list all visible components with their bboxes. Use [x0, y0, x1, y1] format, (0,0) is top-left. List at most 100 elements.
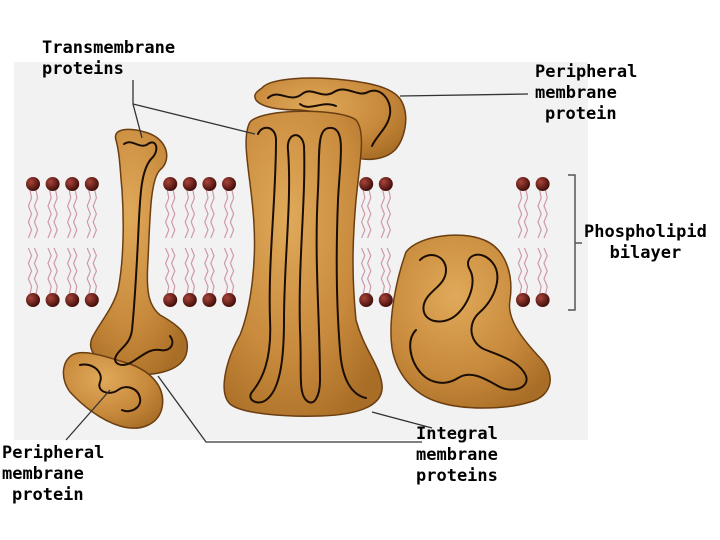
label-line: Phospholipid: [584, 222, 707, 242]
lipid-tail: [164, 247, 170, 295]
lipid-tail: [47, 189, 52, 239]
lipid-tail: [86, 247, 92, 295]
label-transmembrane-proteins: Transmembrane proteins: [42, 38, 175, 80]
lipid-tail: [223, 189, 229, 239]
lipid-tail: [27, 247, 33, 295]
lipid-tail: [386, 189, 392, 239]
lipid-tail: [380, 247, 386, 295]
lipid-tail: [537, 189, 542, 239]
lipid-tail: [47, 247, 52, 295]
lipid-tail: [190, 189, 196, 239]
leader-peripheral-bottom: [65, 389, 111, 441]
lipid-tail: [360, 189, 366, 239]
lipid-head: [26, 293, 40, 307]
label-peripheral-protein-top: Peripheral membrane protein: [535, 62, 637, 125]
lipid-tail: [517, 189, 523, 239]
lipid-tail: [184, 189, 190, 239]
lipid-head: [182, 177, 197, 191]
lipid-tail: [53, 189, 58, 239]
lipid-tail: [72, 189, 78, 239]
label-line: membrane: [535, 83, 617, 103]
lipid-tail: [360, 247, 366, 295]
lipid-tail: [170, 189, 176, 239]
lipid-head: [26, 177, 40, 191]
leader-peripheral-top: [399, 93, 529, 97]
lipid-tail: [523, 247, 529, 295]
lipid-head: [84, 293, 99, 307]
lipid-tail: [184, 247, 190, 295]
label-line: bilayer: [609, 243, 682, 263]
chain-integral-right: [409, 253, 528, 391]
lipid-head: [65, 293, 80, 307]
lipid-tail: [223, 247, 229, 295]
lipid-head: [516, 293, 530, 307]
label-integral-membrane-proteins: Integral membrane proteins: [416, 424, 498, 487]
lipid-tail: [229, 189, 235, 239]
lipid-heads: [26, 177, 550, 307]
lipid-tail: [170, 247, 176, 295]
lipid-tail: [517, 247, 523, 295]
label-line: Peripheral: [2, 443, 105, 463]
lipid-tail: [229, 247, 235, 295]
label-line: Transmembrane: [42, 38, 176, 58]
label-line: membrane: [416, 445, 498, 465]
label-line: proteins: [416, 466, 498, 486]
lipid-head: [359, 177, 374, 191]
lipid-tail: [543, 189, 548, 239]
chain-transmembrane-large: [249, 126, 367, 404]
lipid-tail: [190, 247, 196, 295]
leader-transmembrane-large: [132, 103, 256, 135]
lipid-head: [45, 293, 60, 307]
lipid-tail: [164, 189, 170, 239]
label-line: protein: [12, 485, 84, 505]
lipid-tail: [72, 247, 78, 295]
chain-peripheral-bottom: [79, 363, 142, 413]
lipid-tail: [366, 189, 372, 239]
lipid-tail: [380, 189, 386, 239]
lipid-head: [378, 293, 393, 307]
label-line: Integral: [416, 424, 498, 444]
label-phospholipid-bilayer: Phospholipid bilayer: [584, 222, 707, 264]
lipid-tail: [537, 247, 542, 295]
lipid-head: [359, 293, 374, 307]
lipid-tail: [92, 247, 98, 295]
label-peripheral-protein-bottom: Peripheral membrane protein: [2, 443, 104, 506]
chain-peripheral-top: [267, 88, 392, 147]
lipid-tails: [27, 189, 548, 295]
lipid-head: [182, 293, 197, 307]
lipid-tail: [523, 189, 529, 239]
lipid-tail: [204, 247, 209, 295]
lipid-tail: [386, 247, 392, 295]
leader-integral-2: [371, 411, 433, 429]
leader-integral-1: [157, 375, 422, 443]
lipid-tail: [210, 247, 215, 295]
lipid-head: [65, 177, 80, 191]
label-line: proteins: [42, 59, 124, 79]
lipid-tail: [66, 189, 72, 239]
label-line: protein: [545, 104, 617, 124]
lipid-tail: [27, 189, 33, 239]
peripheral-protein-bottom: [62, 351, 164, 429]
lipid-head: [84, 177, 99, 191]
lipid-tail: [366, 247, 372, 295]
lipid-head: [516, 177, 530, 191]
lipid-tail: [86, 189, 92, 239]
lipid-head: [202, 177, 217, 191]
lipid-head: [202, 293, 217, 307]
lipid-tail: [33, 247, 39, 295]
lipid-tail: [543, 247, 548, 295]
lipid-tail: [33, 189, 39, 239]
lipid-tail: [53, 247, 58, 295]
transmembrane-protein-rod: [89, 128, 189, 375]
transmembrane-protein-large: [223, 110, 383, 417]
lipid-head: [163, 293, 178, 307]
lipid-head: [378, 177, 393, 191]
lipid-head: [45, 177, 60, 191]
lipid-tail: [92, 189, 98, 239]
lipid-head: [163, 177, 178, 191]
lipid-tail: [204, 189, 209, 239]
lipid-head: [535, 177, 550, 191]
integral-protein-right: [390, 234, 551, 409]
